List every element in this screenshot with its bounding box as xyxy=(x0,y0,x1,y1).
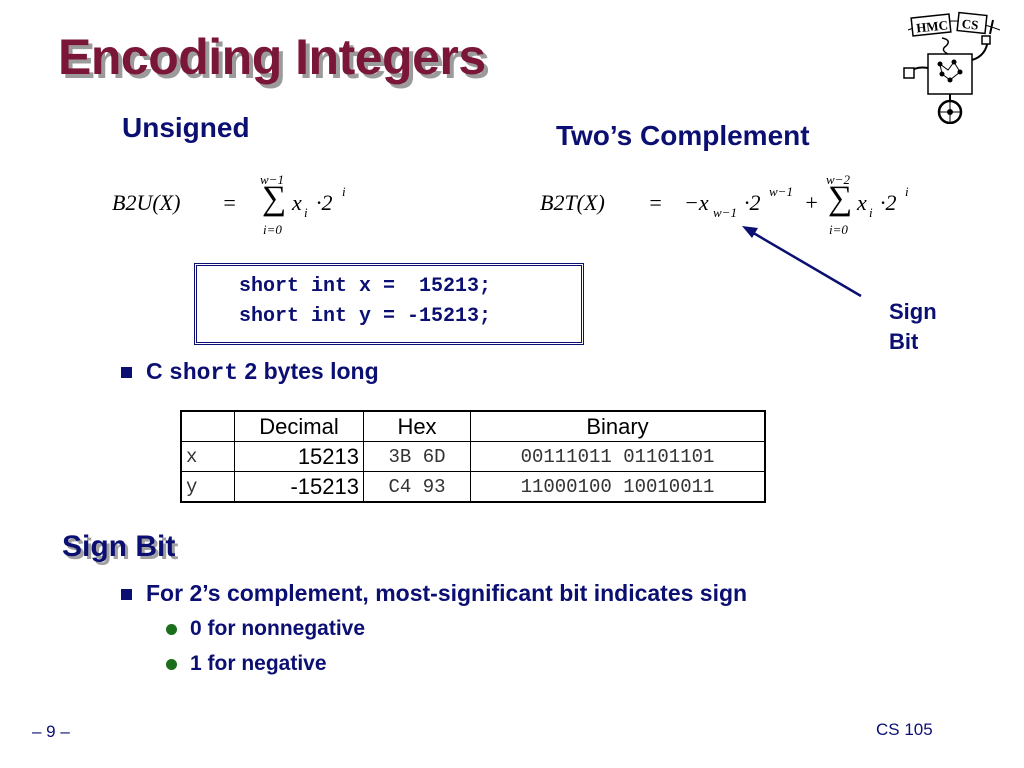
hmc-cs-logo-icon: HMC CS xyxy=(903,11,1001,124)
twos-complement-heading: Two’s Complement xyxy=(556,120,810,151)
table-header-decimal: Decimal xyxy=(234,410,364,442)
b2u-sum-lower: i=0 xyxy=(263,222,282,237)
b2t-times-two: ·2 xyxy=(880,190,897,215)
b2t-sum-upper: w−2 xyxy=(826,172,850,187)
twos-sign-bullet: For 2’s complement, most-significant bit… xyxy=(146,580,748,606)
sign-bit-label: Sign Bit xyxy=(889,297,937,357)
b2t-sum-lower: i=0 xyxy=(829,222,848,237)
sign-bit-arrow-icon xyxy=(742,226,862,298)
bullet-square-icon xyxy=(121,589,132,600)
c-short-suffix: 2 bytes long xyxy=(244,358,379,384)
b2u-exp: i xyxy=(342,184,346,199)
logo-text-cs: CS xyxy=(961,16,979,33)
table-row: y -15213 C4 93 11000100 10010011 xyxy=(180,471,766,503)
page-number: – 9 – xyxy=(32,722,70,741)
table-header-hex: Hex xyxy=(363,410,471,442)
table-cell-decimal: 15213 xyxy=(234,441,364,472)
table-cell-var: y xyxy=(180,471,235,503)
b2t-equals: = xyxy=(648,190,663,215)
table-header-row: Decimal Hex Binary xyxy=(180,410,766,442)
table-cell-hex: 3B 6D xyxy=(363,441,471,472)
code-line-y: short int y = -15213; xyxy=(239,305,492,328)
b2t-neg-exp: w−1 xyxy=(769,184,793,199)
b2t-neg-term: −x xyxy=(684,190,709,215)
b2t-neg-sub: w−1 xyxy=(713,205,737,220)
bullet-dot-icon xyxy=(166,659,177,670)
table-header-binary: Binary xyxy=(470,410,766,442)
table-cell-var: x xyxy=(180,441,235,472)
b2u-equals: = xyxy=(222,190,237,215)
b2t-term-sub: i xyxy=(869,205,873,220)
table-header-blank xyxy=(180,410,235,442)
c-short-code: short xyxy=(169,360,239,386)
sign-bit-heading: Sign Bit xyxy=(62,530,176,563)
encoding-table: Decimal Hex Binary x 15213 3B 6D 0011101… xyxy=(180,410,766,503)
c-short-prefix: C xyxy=(146,358,163,384)
code-line-x: short int x = 15213; xyxy=(239,275,492,298)
b2t-plus: + xyxy=(804,190,819,215)
course-label: CS 105 xyxy=(876,720,933,739)
b2u-lhs: B2U(X) xyxy=(112,190,181,215)
b2t-sigma-icon: ∑ xyxy=(828,180,853,217)
nonnegative-bullet: 0 for nonnegative xyxy=(190,617,366,640)
b2u-term-sub: i xyxy=(304,205,308,220)
negative-bullet: 1 for negative xyxy=(190,652,327,675)
c-short-bullet: C short 2 bytes long xyxy=(146,358,379,386)
b2u-sum-upper: w−1 xyxy=(260,172,284,187)
table-cell-binary: 00111011 01101101 xyxy=(470,441,766,472)
b2u-term: x xyxy=(292,190,302,215)
table-cell-binary: 11000100 10010011 xyxy=(470,471,766,503)
b2t-neg-times-two: ·2 xyxy=(744,190,761,215)
table-row: x 15213 3B 6D 00111011 01101101 xyxy=(180,441,766,472)
unsigned-heading: Unsigned xyxy=(122,112,250,143)
b2u-sigma-icon: ∑ xyxy=(262,180,287,217)
code-box: short int x = 15213; short int y = -1521… xyxy=(194,263,584,345)
bullet-square-icon xyxy=(121,367,132,378)
table-cell-hex: C4 93 xyxy=(363,471,471,503)
logo-text-hmc: HMC xyxy=(915,17,948,35)
slide-title: Encoding Integers xyxy=(58,29,486,85)
b2t-lhs: B2T(X) xyxy=(540,190,605,215)
table-cell-decimal: -15213 xyxy=(234,471,364,503)
b2t-exp: i xyxy=(905,184,909,199)
b2u-times-two: ·2 xyxy=(316,190,333,215)
bullet-dot-icon xyxy=(166,624,177,635)
b2t-term: x xyxy=(857,190,867,215)
sign-bit-label-line1: Sign xyxy=(889,299,937,324)
sign-bit-label-line2: Bit xyxy=(889,329,919,354)
